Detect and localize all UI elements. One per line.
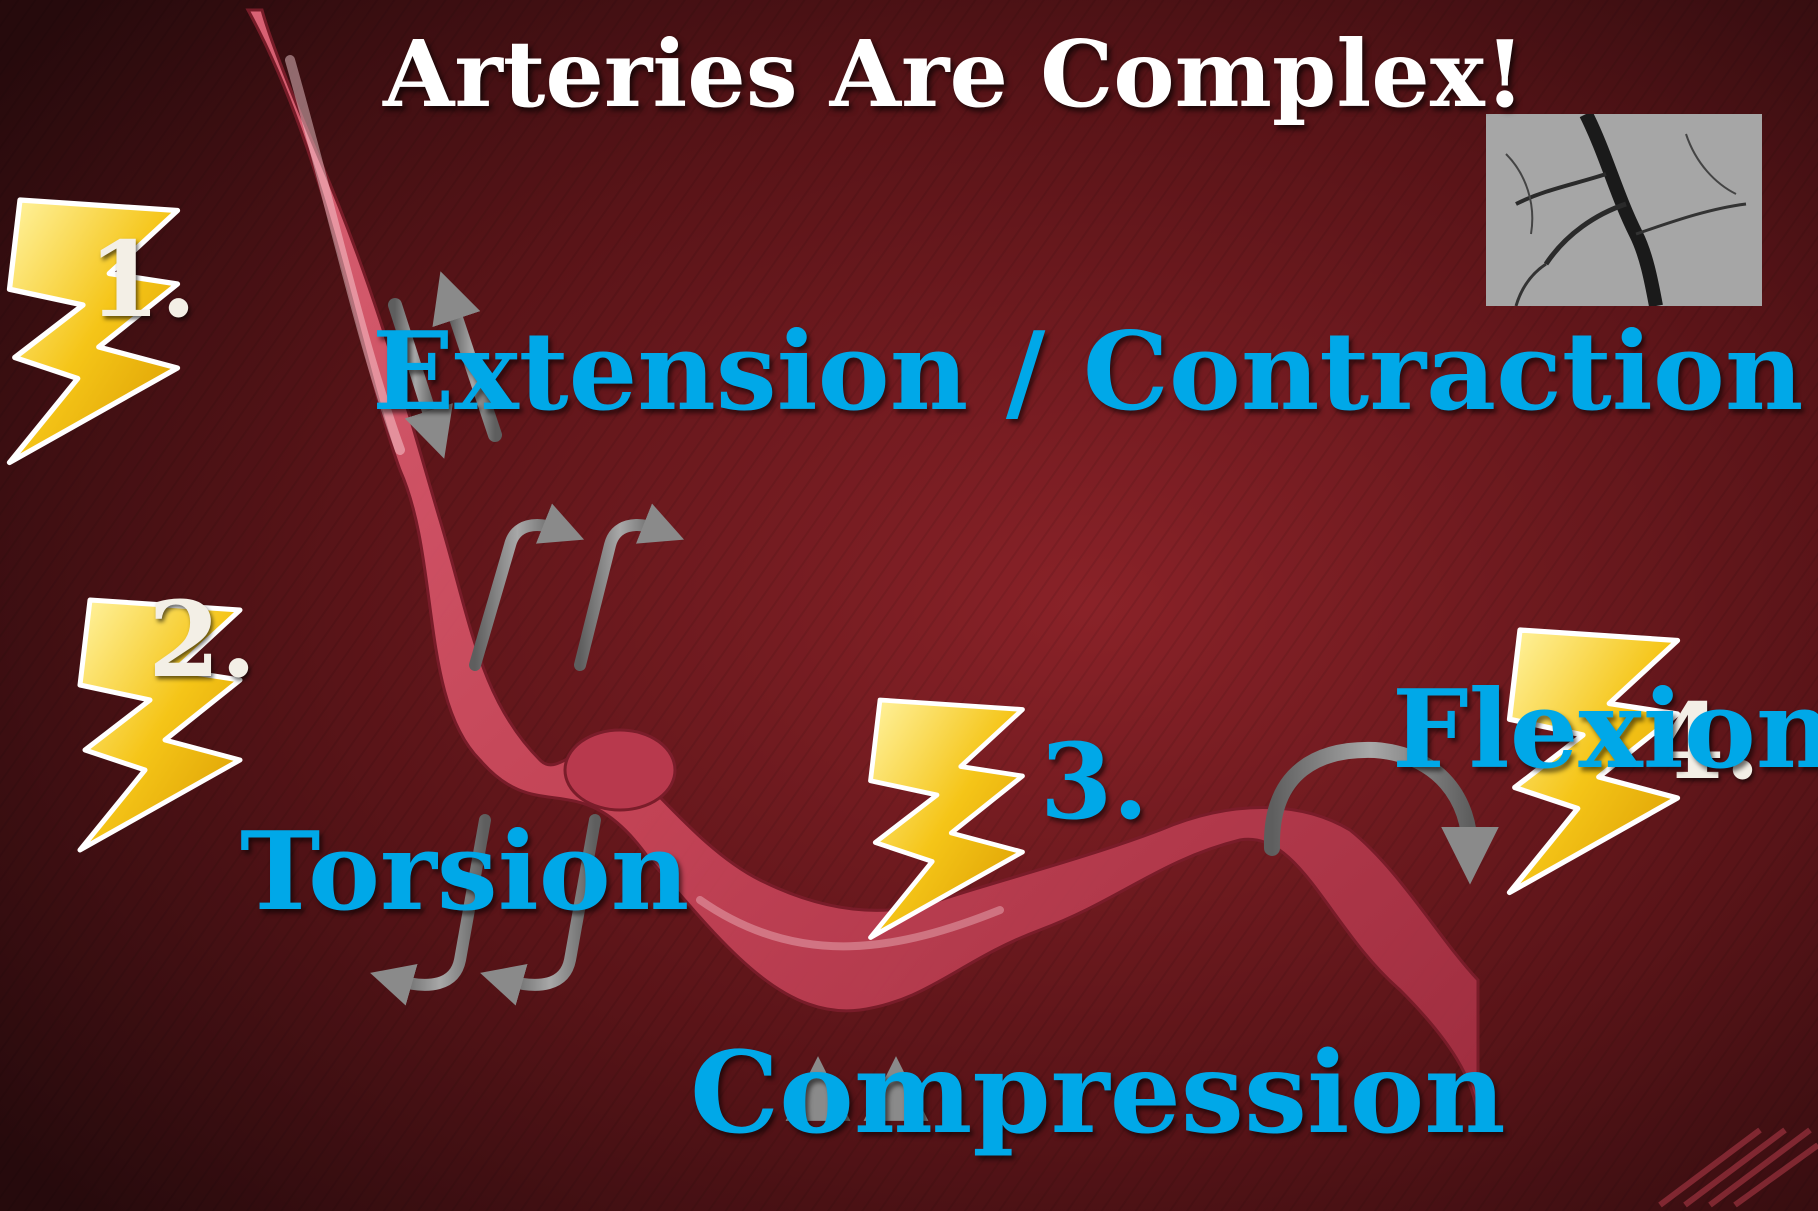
flexion-label: Flexion (1392, 676, 1818, 784)
extension-contraction-label: Extension / Contraction (372, 318, 1803, 426)
compression-label: Compression (690, 1038, 1506, 1150)
force-number-3: 3. (1040, 730, 1149, 834)
page-title: Arteries Are Complex! (383, 28, 1525, 120)
torsion-label: Torsion (240, 818, 689, 926)
force-number-1: 1. (88, 228, 197, 332)
angiogram-image (1486, 114, 1762, 306)
force-number-2: 2. (148, 588, 257, 692)
